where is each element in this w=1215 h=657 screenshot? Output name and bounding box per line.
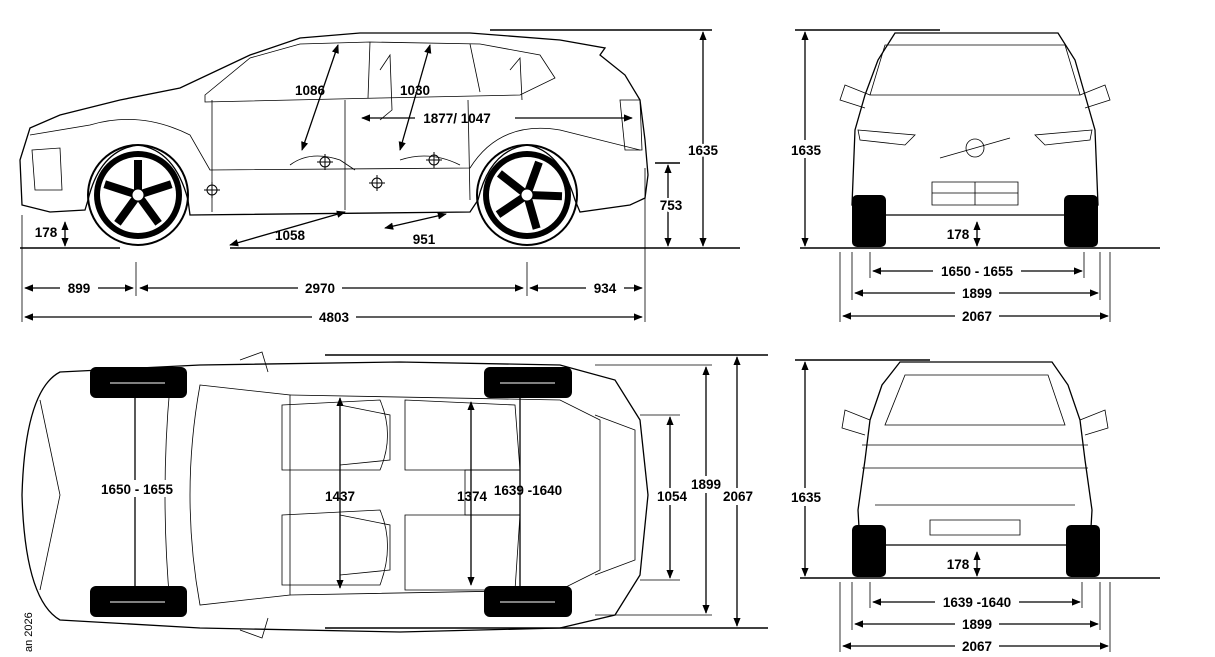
- front-width-mirrors-label: 2067: [962, 309, 992, 324]
- legroom-rear-line: [384, 212, 447, 230]
- rear-window: [884, 374, 1066, 426]
- front-grille: [931, 181, 1019, 206]
- shoulder-rear-label: 1374: [457, 489, 488, 504]
- shoulder-front-label: 1437: [325, 489, 355, 504]
- rear-track-top-label: 1639 -1640: [494, 483, 562, 498]
- ground-clearance-label: 178: [35, 225, 58, 240]
- logo: [965, 138, 985, 158]
- load-height-label: 753: [660, 198, 683, 213]
- rear-width-label: 1899: [962, 617, 992, 632]
- side-view: 1086 1030 1877/ 1047 1635 753 178 1058 9…: [19, 29, 740, 325]
- legroom-front-line: [229, 210, 346, 247]
- front-track-label: 1650 - 1655: [941, 264, 1014, 279]
- top-width-label: 1899: [691, 477, 721, 492]
- headroom-front-label: 1086: [295, 83, 326, 98]
- headroom-rear-line: [398, 44, 432, 151]
- rear-mirrors: [841, 409, 1109, 436]
- length-label: 4803: [319, 310, 350, 325]
- front-height-label: 1635: [791, 143, 822, 158]
- front-left-tire: [852, 195, 886, 247]
- side-window-line: [204, 41, 556, 103]
- headroom-rear-label: 1030: [400, 83, 430, 98]
- rear-width-mirrors-label: 2067: [962, 639, 992, 654]
- legroom-rear-label: 951: [413, 232, 436, 247]
- rear-body-outline: [857, 361, 1093, 546]
- height-label: 1635: [688, 143, 719, 158]
- rear-left-tire: [852, 525, 886, 577]
- credit-text: an 2026: [23, 612, 35, 652]
- rear-right-tire: [1066, 525, 1100, 577]
- rear-window-top: [594, 414, 636, 576]
- front-view: 1635 178 1650 - 1655 1899 2067: [785, 29, 1160, 324]
- rear-view: 1635 178 1639 -1640 1899 2067: [785, 359, 1160, 654]
- windshield: [869, 44, 1081, 96]
- tail-light: [619, 99, 643, 151]
- front-seats-top: [281, 399, 391, 586]
- mirrors: [839, 84, 1111, 109]
- headroom-front-line: [301, 44, 339, 151]
- wheelbase-label: 2970: [305, 281, 335, 296]
- front-right-tire: [1064, 195, 1098, 247]
- front-track-top-label: 1650 - 1655: [101, 482, 174, 497]
- front-clearance-label: 178: [947, 227, 970, 242]
- top-width-mirrors-label: 2067: [723, 489, 753, 504]
- cargo-width-label: 1054: [657, 489, 688, 504]
- rear-track-label: 1639 -1640: [943, 595, 1011, 610]
- windshield-top: [164, 384, 291, 606]
- rear-overhang-label: 934: [594, 281, 617, 296]
- front-width-label: 1899: [962, 286, 992, 301]
- front-wheel: [87, 144, 189, 246]
- side-body-outline: [19, 32, 649, 216]
- front-overhang-label: 899: [68, 281, 91, 296]
- seat-reference-points: [204, 152, 442, 198]
- tailgate-lines: [862, 444, 1088, 536]
- rear-clearance-label: 178: [947, 557, 970, 572]
- top-view: 1650 - 1655 1437 1374 1639 -1640 1054 18…: [21, 351, 768, 639]
- top-body-outline: [21, 361, 649, 633]
- head-light: [31, 147, 63, 191]
- rear-height-label: 1635: [791, 490, 822, 505]
- headlights: [857, 129, 1093, 146]
- cargo-length-label: 1877/ 1047: [423, 111, 491, 126]
- rear-wheel: [476, 144, 578, 246]
- legroom-front-label: 1058: [275, 228, 306, 243]
